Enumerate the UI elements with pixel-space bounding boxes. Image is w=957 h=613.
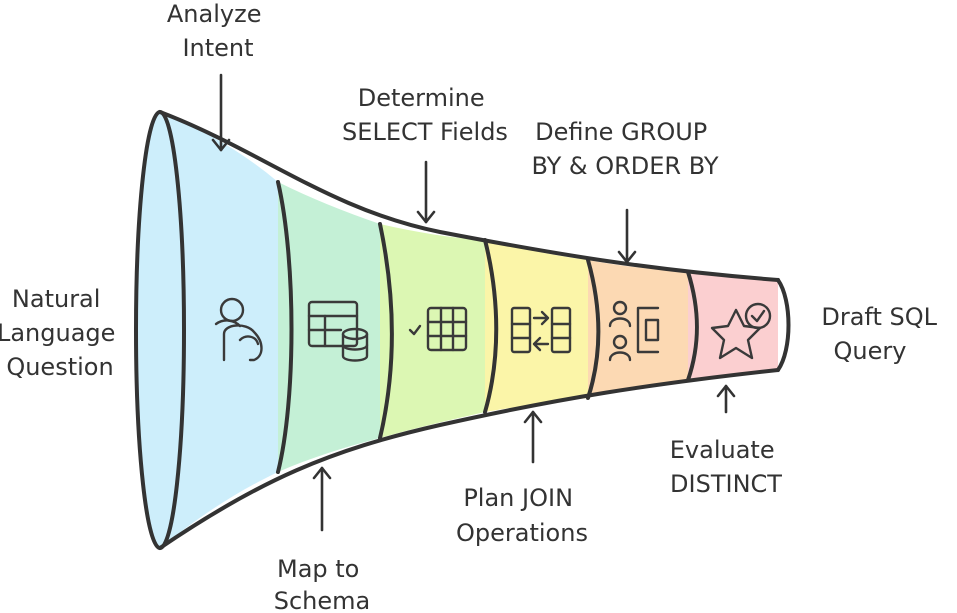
group-people-icon — [608, 300, 660, 362]
segment-analyze-intent — [160, 112, 278, 548]
label-distinct: Evaluate DISTINCT — [670, 436, 783, 498]
label-group-order: Define GROUP BY & ORDER BY — [531, 118, 718, 180]
table-database-icon — [307, 300, 369, 362]
arrow-group-order — [617, 208, 637, 264]
arrow-map-schema — [312, 466, 332, 532]
arrow-join-operations — [523, 410, 543, 464]
label-map-schema: Map to Schema — [274, 555, 371, 613]
segment-distinct — [688, 272, 778, 380]
funnel-mouth — [136, 112, 184, 548]
person-thinking-icon — [214, 297, 263, 362]
star-check-icon — [710, 302, 772, 360]
label-analyze-intent: Analyze Intent — [167, 0, 269, 62]
arrow-select-fields — [416, 160, 436, 224]
arrow-analyze-intent — [211, 73, 231, 152]
label-select-fields: Determine SELECT Fields — [342, 84, 508, 146]
check-table-icon — [408, 306, 468, 352]
funnel-outline — [134, 110, 791, 550]
label-start: Natural Language Question — [0, 285, 123, 381]
arrow-distinct — [716, 384, 736, 414]
label-end: Draft SQL Query — [821, 303, 944, 365]
funnel-segments — [136, 112, 778, 548]
segment-join-operations — [485, 240, 588, 412]
arrows — [211, 73, 736, 532]
segment-select-fields — [380, 224, 485, 438]
segment-map-to-schema — [278, 182, 380, 472]
join-tables-icon — [510, 306, 572, 354]
label-join-operations: Plan JOIN Operations — [456, 484, 588, 547]
